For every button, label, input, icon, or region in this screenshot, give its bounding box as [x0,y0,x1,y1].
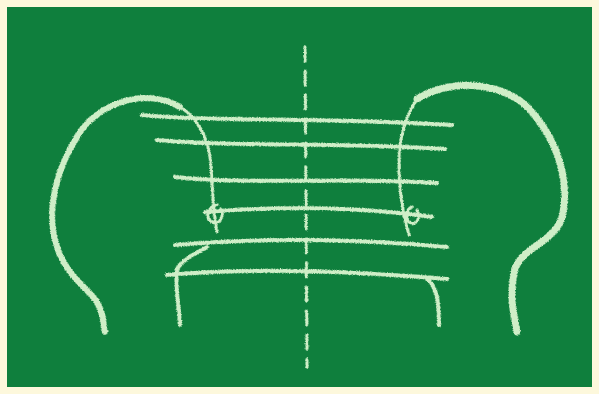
left-inner-contour [176,247,207,325]
chalk-drawing [7,7,592,387]
green-board [7,7,592,387]
left-outer-contour [52,98,180,332]
horizontal-stroke-5 [175,240,447,247]
right-inner-contour [427,279,439,325]
horizontal-stroke-4 [205,208,432,217]
